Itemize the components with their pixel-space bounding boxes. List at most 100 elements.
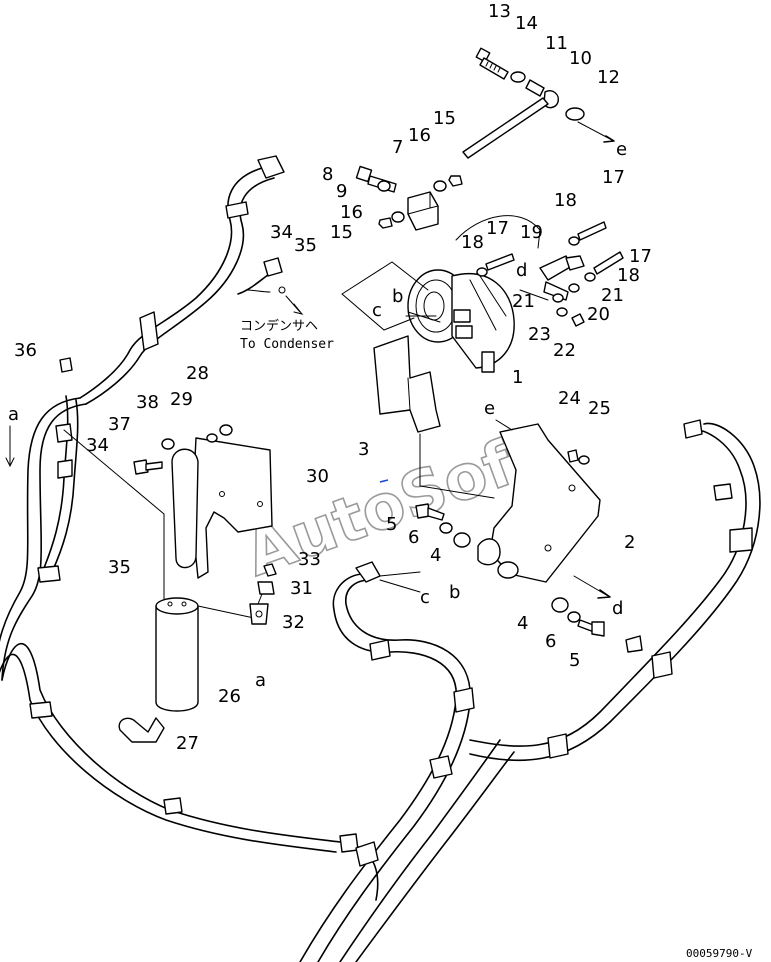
hose-clamp-center-4 bbox=[355, 841, 379, 867]
receiver-drier-assembly bbox=[118, 424, 273, 743]
callout-12: 12 bbox=[597, 67, 620, 88]
nut-21-a bbox=[568, 283, 580, 293]
spacer-11 bbox=[525, 79, 545, 97]
hose-left-inner bbox=[43, 395, 69, 569]
callout-labels: 1 2 3 4 4 5 5 6 6 7 8 9 10 11 12 13 14 1… bbox=[14, 1, 652, 754]
callout-6-lower: 6 bbox=[545, 631, 556, 652]
callout-24: 24 bbox=[558, 388, 581, 409]
washer-38 bbox=[161, 438, 175, 450]
marker-30 bbox=[379, 479, 389, 483]
hose-clamp-lower-left bbox=[29, 701, 53, 719]
ref-a-left: a bbox=[8, 404, 19, 425]
hose-clamp-top bbox=[225, 201, 249, 219]
callout-17-b: 17 bbox=[602, 167, 625, 188]
bolt-36 bbox=[59, 357, 73, 373]
callout-21-b: 21 bbox=[601, 285, 624, 306]
hose-left-inner-b bbox=[51, 399, 79, 573]
bolt-5-upper bbox=[415, 503, 445, 521]
hose-left-outer bbox=[1, 403, 87, 681]
callout-28: 28 bbox=[186, 363, 209, 384]
hose-sleeve-left bbox=[57, 459, 73, 479]
hose-clamp-center-2 bbox=[453, 687, 475, 713]
washer-29 bbox=[206, 433, 218, 443]
callout-20: 20 bbox=[587, 304, 610, 325]
reference-letters: a a b b c c d d e e bbox=[8, 139, 627, 691]
callout-35-top: 35 bbox=[294, 235, 317, 256]
ref-e-bracket: e bbox=[484, 398, 495, 419]
hose-clamp-right-3 bbox=[729, 527, 753, 553]
washer-9 bbox=[377, 180, 391, 192]
callout-2: 2 bbox=[624, 532, 635, 553]
hose-lower-b bbox=[0, 653, 337, 853]
ref-line-bracket-3 bbox=[419, 433, 495, 499]
arrow-d-lower bbox=[597, 589, 611, 599]
callout-9: 9 bbox=[336, 181, 347, 202]
callout-11: 11 bbox=[545, 33, 568, 54]
callout-1: 1 bbox=[512, 367, 523, 388]
condenser-arrow bbox=[285, 295, 304, 315]
o-ring-35-top bbox=[278, 286, 286, 294]
ref-c-lower: c bbox=[420, 587, 430, 608]
callout-32: 32 bbox=[282, 612, 305, 633]
arrow-a-left bbox=[5, 425, 15, 468]
belt-guide bbox=[455, 215, 541, 249]
ref-a-lower: a bbox=[255, 670, 266, 691]
hose-fitting-center-top bbox=[355, 561, 381, 583]
lower-hose-harness bbox=[0, 419, 761, 962]
receiver-drier-26 bbox=[155, 597, 199, 712]
drawing-code: 00059790-V bbox=[686, 947, 753, 960]
fitting-32 bbox=[249, 603, 269, 625]
hose-clamp-center-3 bbox=[429, 755, 453, 779]
nut-15-lower bbox=[378, 217, 393, 229]
hose-upper-left-a bbox=[79, 167, 263, 399]
washer-16-lower bbox=[391, 211, 405, 223]
clamp-band-29 bbox=[171, 448, 199, 569]
washer-18-c bbox=[584, 272, 596, 282]
ref-b-upper: b bbox=[392, 286, 403, 307]
hose-clamp-mid bbox=[139, 311, 159, 351]
washer-6-lower bbox=[567, 611, 581, 623]
callout-25: 25 bbox=[588, 398, 611, 419]
callout-23: 23 bbox=[528, 324, 551, 345]
bracket-7-assembly bbox=[355, 165, 463, 231]
ref-line-e-bracket bbox=[495, 419, 513, 431]
callout-8: 8 bbox=[322, 164, 333, 185]
callout-21-a: 21 bbox=[512, 291, 535, 312]
callout-13: 13 bbox=[488, 1, 511, 22]
callout-18-b: 18 bbox=[554, 190, 577, 211]
callout-29: 29 bbox=[170, 389, 193, 410]
hose-left-outer-b bbox=[0, 397, 81, 643]
callout-15-lower: 15 bbox=[330, 222, 353, 243]
ref-line-drier bbox=[197, 605, 255, 619]
callout-10: 10 bbox=[569, 48, 592, 69]
callout-31: 31 bbox=[290, 578, 313, 599]
left-hose-harness bbox=[0, 155, 286, 681]
ref-d-upper: d bbox=[516, 260, 527, 281]
adjust-rod-assembly bbox=[462, 47, 615, 159]
hose-clamp-lower-mid bbox=[163, 797, 183, 815]
ref-c-upper: c bbox=[372, 300, 382, 321]
hose-clamp-right-1 bbox=[547, 733, 569, 759]
ref-d-lower: d bbox=[612, 598, 623, 619]
washer-14 bbox=[510, 71, 526, 83]
hose-center-b bbox=[317, 579, 471, 962]
washer-16-top bbox=[433, 180, 447, 192]
washer-12 bbox=[565, 107, 585, 121]
fitting-34-left bbox=[55, 423, 73, 443]
condenser-note-jp: コンデンサヘ bbox=[240, 318, 318, 334]
bracket-ref-box-bottom bbox=[341, 293, 415, 331]
callout-7: 7 bbox=[392, 137, 403, 158]
bracket-3 bbox=[373, 335, 441, 433]
fitting-31 bbox=[257, 581, 275, 595]
callout-27: 27 bbox=[176, 733, 199, 754]
fitting-group-31-33 bbox=[249, 563, 277, 625]
callout-35-left: 35 bbox=[108, 557, 131, 578]
condenser-note: コンデンサヘ To Condenser bbox=[240, 295, 334, 352]
hose-end-fitting-right bbox=[683, 419, 703, 439]
callout-4-lower: 4 bbox=[517, 613, 528, 634]
washer-25 bbox=[578, 455, 590, 465]
ref-lines-c-b-lower bbox=[379, 571, 421, 593]
callout-17-c: 17 bbox=[629, 246, 652, 267]
callout-34-top: 34 bbox=[270, 222, 293, 243]
